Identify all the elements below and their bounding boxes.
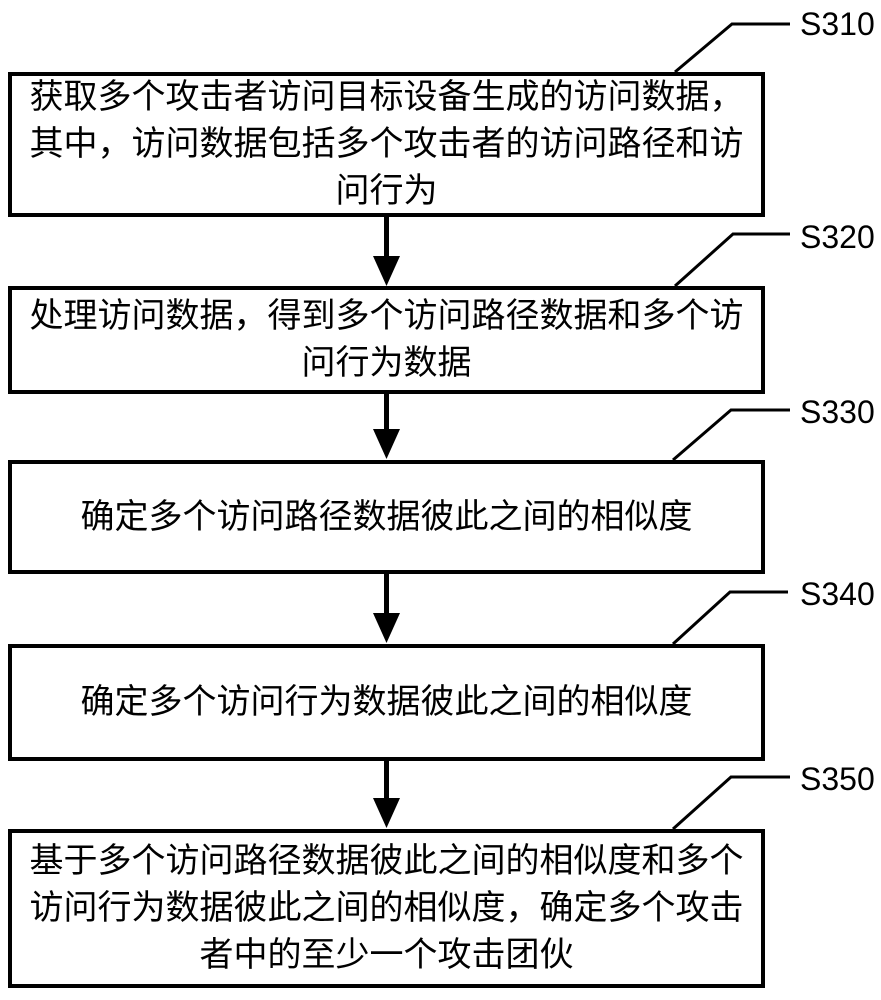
step-label-s330: S330 — [800, 394, 875, 430]
flow-arrow-1 — [373, 216, 400, 286]
flow-arrow-2 — [373, 393, 400, 459]
step-label-s320: S320 — [800, 219, 875, 255]
step-text-s320: 处理访问数据，得到多个访问路径数据和多个访 问行为数据 — [29, 297, 744, 382]
step-box-s330: 确定多个访问路径数据彼此之间的相似度 — [8, 460, 765, 574]
step-box-s340: 确定多个访问行为数据彼此之间的相似度 — [8, 644, 765, 761]
step-text-s340: 确定多个访问行为数据彼此之间的相似度 — [80, 683, 693, 721]
step-text-s330: 确定多个访问路径数据彼此之间的相似度 — [80, 497, 693, 536]
step-label-s350: S350 — [800, 761, 875, 797]
leader-line-s350 — [671, 775, 790, 831]
step-text-s350: 基于多个访问路径数据彼此之间的相似度和多个 访问行为数据彼此之间的相似度，确定多… — [29, 842, 744, 974]
step-text-s310: 获取多个攻击者访问目标设备生成的访问数据， 其中，访问数据包括多个攻击者的访问路… — [29, 78, 744, 210]
leader-line-s330 — [672, 408, 790, 462]
leader-line-s320 — [673, 232, 790, 288]
flow-arrow-4 — [373, 760, 400, 828]
step-label-s340: S340 — [800, 576, 875, 612]
flow-arrow-3 — [373, 573, 400, 643]
step-box-s350: 基于多个访问路径数据彼此之间的相似度和多个 访问行为数据彼此之间的相似度，确定多… — [8, 829, 765, 988]
leader-line-s310 — [674, 22, 790, 74]
step-box-s320: 处理访问数据，得到多个访问路径数据和多个访 问行为数据 — [8, 286, 765, 394]
step-label-s310: S310 — [800, 6, 875, 42]
leader-line-s340 — [671, 590, 788, 646]
step-box-s310: 获取多个攻击者访问目标设备生成的访问数据， 其中，访问数据包括多个攻击者的访问路… — [8, 72, 765, 217]
